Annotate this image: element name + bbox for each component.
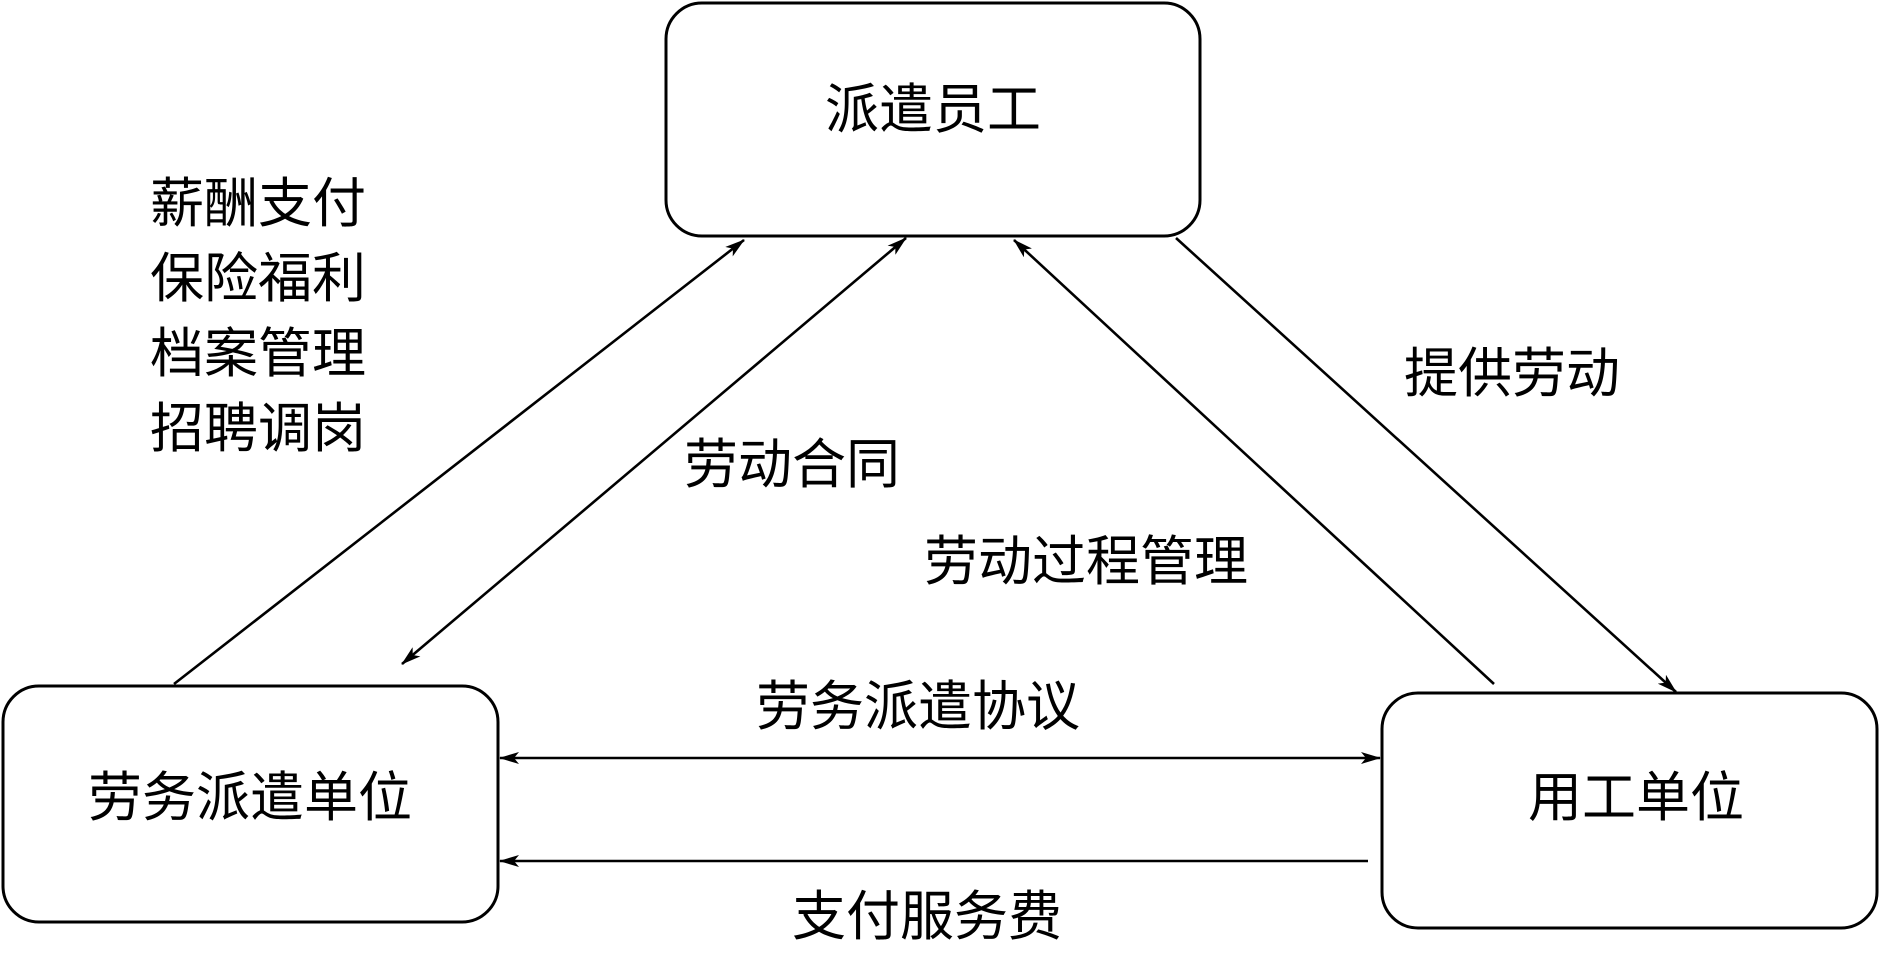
arrow-employee-to-employer [1175, 237, 1677, 693]
node-agency: 劳务派遣单位 [1, 684, 500, 924]
label-service-item: 档案管理 [150, 322, 366, 385]
label-service-fee: 支付服务费 [792, 885, 1062, 948]
label-service-item: 招聘调岗 [150, 397, 366, 460]
node-employer: 用工单位 [1380, 691, 1879, 930]
label-provide-labor: 提供劳动 [1404, 342, 1620, 405]
label-process-management: 劳动过程管理 [924, 530, 1248, 593]
label-labor-contract: 劳动合同 [684, 433, 900, 496]
node-agency-label: 劳务派遣单位 [88, 766, 412, 829]
arrow-employer-to-employee [1013, 239, 1495, 685]
label-dispatch-agreement: 劳务派遣协议 [756, 675, 1080, 738]
label-service-item: 保险福利 [150, 247, 366, 310]
arrow-labor-contract [401, 237, 907, 665]
node-employee-label: 派遣员工 [825, 78, 1041, 141]
label-service-item: 薪酬支付 [150, 172, 366, 235]
label-agency-services: 薪酬支付 保险福利 档案管理 招聘调岗 [150, 172, 366, 460]
node-employee: 派遣员工 [664, 1, 1202, 238]
node-employer-label: 用工单位 [1528, 766, 1744, 829]
